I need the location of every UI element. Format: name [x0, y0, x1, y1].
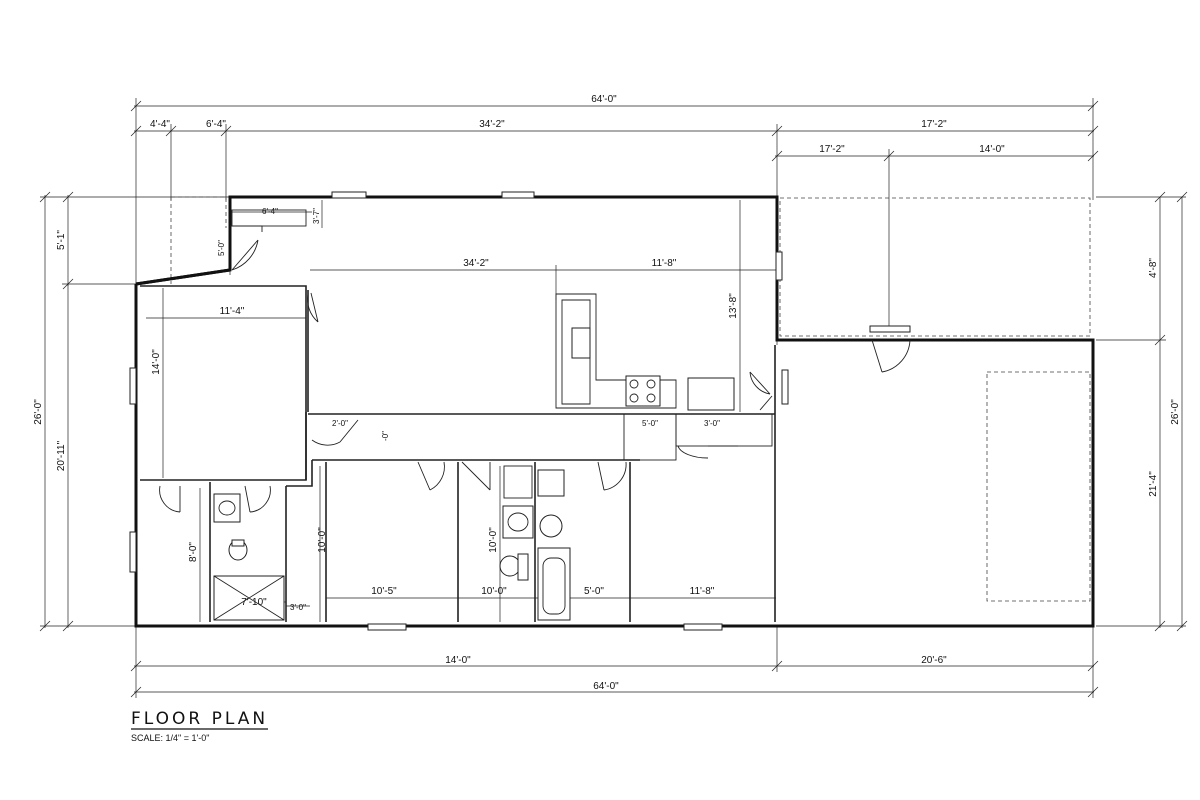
doors: [159, 239, 911, 513]
dim-laundry-w: 5'-0": [584, 586, 604, 597]
dim-hall-b: -0": [381, 431, 390, 441]
dim-bath2-d: 10'-0": [488, 527, 499, 553]
range-cooktop: [625, 375, 661, 407]
plan-title: FLOOR PLAN: [131, 709, 268, 729]
dim-top-c: 34'-2": [479, 119, 505, 130]
dim-right-b: 21'-4": [1148, 471, 1159, 497]
refrigerator: [687, 377, 735, 411]
dim-entry-side: 5'-0": [217, 240, 226, 256]
dimension-lines: [39, 98, 1188, 698]
kitchen-sink: [571, 327, 591, 359]
bath-fixtures: [213, 465, 571, 621]
dim-master-w: 11'-4": [220, 306, 245, 317]
dim-left-total: 26'-0": [33, 399, 44, 425]
kitchen: [555, 293, 735, 411]
dim-overall-bot: 64'-0": [593, 681, 619, 692]
dim-top-a: 4'-4": [150, 119, 170, 130]
dim-closet-a: 5'-0": [642, 419, 658, 428]
dim-shower-w: 7'-10": [241, 597, 267, 608]
dim-porch-a: 17'-2": [819, 144, 845, 155]
dim-overall-top: 64'-0": [591, 94, 617, 105]
dim-top-d: 17'-2": [921, 119, 947, 130]
dim-right-a: 4'-8": [1148, 258, 1159, 278]
dim-entry-w: 6'-4": [262, 207, 278, 216]
dim-left-b: 20'-11": [56, 440, 67, 471]
dim-bed3-w: 11'-8": [690, 586, 715, 597]
dim-mbath-d: 8'-0": [188, 542, 199, 562]
dim-great-w: 34'-2": [463, 258, 489, 269]
dim-bot-b: 20'-6": [921, 655, 947, 666]
dimension-labels: 64'-0" 4'-4" 6'-4" 34'-2" 17'-2" 17'-2" …: [33, 94, 1181, 692]
interior-walls: [140, 209, 776, 622]
dim-wic-w: 3'-0": [290, 603, 306, 612]
dim-master-d: 14'-0": [151, 349, 162, 375]
dim-kitchen-w: 11'-8": [652, 258, 677, 269]
dim-bed2-d: 10'-0": [317, 527, 328, 553]
dim-great-d: 13'-8": [728, 293, 739, 319]
dim-bed2-w: 10'-5": [371, 586, 397, 597]
dim-right-total: 26'-0": [1170, 399, 1181, 425]
dim-porch-b: 14'-0": [979, 144, 1005, 155]
dim-hall-a: 2'-0": [332, 419, 348, 428]
exterior-walls: [134, 195, 1095, 628]
dim-closet-b: 3'-0": [704, 419, 720, 428]
dim-bath2-w: 10'-0": [481, 586, 507, 597]
dim-left-a: 5'-1": [56, 230, 67, 250]
dim-bot-a: 14'-0": [445, 655, 471, 666]
title-block: FLOOR PLAN SCALE: 1/4" = 1'-0": [131, 709, 268, 743]
dim-top-b: 6'-4": [206, 119, 226, 130]
dim-entry-h: 3'-7": [312, 208, 321, 224]
windows: [129, 191, 911, 631]
plan-scale: SCALE: 1/4" = 1'-0": [131, 733, 209, 743]
